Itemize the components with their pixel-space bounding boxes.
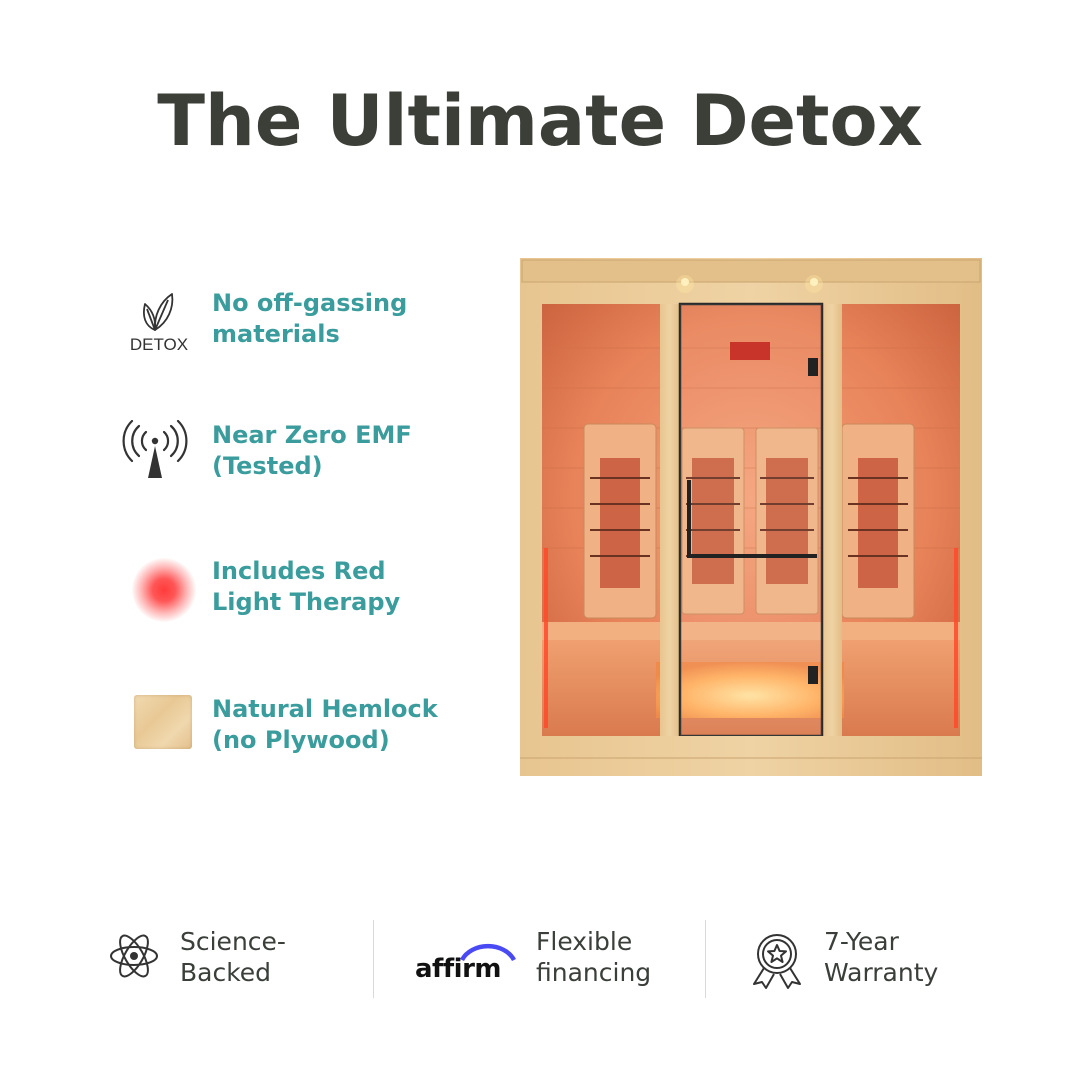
feature-label: Includes Red Light Therapy [212,557,401,616]
leaf-icon: DETOX [118,288,192,358]
divider [705,920,706,998]
badge-warranty: 7-Year Warranty [750,926,990,996]
feature-near-zero-emf: Near Zero EMF (Tested) [110,419,470,500]
antenna-icon [118,419,192,490]
feature-label: Natural Hemlock (no Plywood) [212,695,438,754]
badge-label: Science- Backed [180,927,286,987]
trust-badges: Science- Backed affirm Flexible financin… [0,916,1080,1000]
red-light-icon [132,558,196,622]
badge-label: 7-Year Warranty [824,927,939,987]
divider [373,920,374,998]
feature-natural-hemlock: Natural Hemlock (no Plywood) [110,694,470,774]
badge-flexible-financing: affirm Flexible financing [414,926,684,996]
detox-icon-text: DETOX [129,335,189,354]
feature-label: Near Zero EMF (Tested) [212,421,412,480]
badge-label: Flexible financing [536,927,652,987]
feature-label: No off-gassing materials [212,289,408,348]
sauna-image [520,258,982,776]
feature-red-light: Includes Red Light Therapy [110,556,470,636]
wood-swatch-icon [134,695,192,749]
atom-icon [108,928,160,984]
award-ribbon-icon [750,930,804,990]
affirm-logo: affirm [414,936,520,986]
feature-no-off-gassing: DETOX No off-gassing materials [110,288,470,368]
badge-science-backed: Science- Backed [108,926,348,996]
page-title: The Ultimate Detox [157,80,923,162]
